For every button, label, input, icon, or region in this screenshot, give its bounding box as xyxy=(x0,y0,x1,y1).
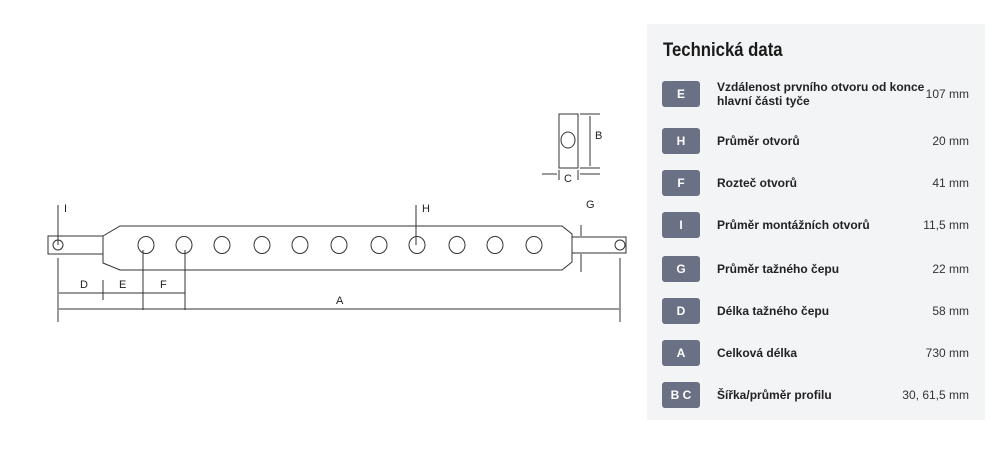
bar-hole xyxy=(448,236,466,254)
drawbar-diagram: B C I H G D E F A xyxy=(47,113,627,322)
spec-badge: I xyxy=(662,212,700,238)
spec-badge: D xyxy=(662,298,700,324)
spec-badge: E xyxy=(662,81,700,107)
spec-badge: B C xyxy=(662,382,700,408)
label-c: C xyxy=(564,173,572,185)
technical-data-panel: Technická data E Vzdálenost prvního otvor… xyxy=(647,24,985,420)
spec-label: Průměr otvorů xyxy=(717,134,800,148)
bar-hole xyxy=(291,236,309,254)
spec-label: Rozteč otvorů xyxy=(717,176,798,190)
spec-row: F Rozteč otvorů 41 mm xyxy=(662,170,969,196)
spec-row: I Průměr montážních otvorů 11,5 mm xyxy=(662,212,969,238)
spec-row: D Délka tažného čepu 58 mm xyxy=(662,298,969,324)
spec-value: 58 mm xyxy=(932,304,969,318)
bar-hole xyxy=(213,236,231,254)
spec-badge: A xyxy=(662,340,700,366)
bar-hole xyxy=(408,236,426,254)
spec-value: 20 mm xyxy=(932,134,969,148)
label-f: F xyxy=(160,279,167,291)
spec-label: Šířka/průměr profilu xyxy=(717,388,832,402)
spec-label: Průměr tažného čepu xyxy=(717,262,840,276)
spec-badge: F xyxy=(662,170,700,196)
drawbar xyxy=(47,225,627,271)
spec-value: 30, 61,5 mm xyxy=(902,388,969,402)
spec-label: Celková délka xyxy=(717,346,798,360)
bar-hole xyxy=(330,236,348,254)
spec-badge: H xyxy=(662,128,700,154)
bar-hole xyxy=(175,236,193,254)
spec-value: 107 mm xyxy=(925,87,969,101)
spec-row: B C Šířka/průměr profilu 30, 61,5 mm xyxy=(662,382,969,408)
bar-hole xyxy=(370,236,388,254)
bar-hole xyxy=(253,236,271,254)
spec-row: H Průměr otvorů 20 mm xyxy=(662,128,969,154)
spec-label: Průměr montážních otvorů xyxy=(717,218,870,232)
spec-label: Délka tažného čepu xyxy=(717,304,830,318)
profile-section xyxy=(542,113,600,180)
bar-hole xyxy=(525,236,543,254)
spec-badge: G xyxy=(662,256,700,282)
label-g: G xyxy=(586,199,595,211)
panel-title: Technická data xyxy=(663,40,783,61)
spec-row: A Celková délka 730 mm xyxy=(662,340,969,366)
spec-label: Vzdálenost prvního otvoru od konce hlavn… xyxy=(717,80,925,108)
spec-value: 730 mm xyxy=(925,346,969,360)
label-i: I xyxy=(64,203,67,215)
spec-row: E Vzdálenost prvního otvoru od konce hlav… xyxy=(662,80,969,108)
dimension-lines xyxy=(57,250,621,322)
label-a: A xyxy=(336,295,344,307)
label-b: B xyxy=(595,130,602,142)
spec-value: 41 mm xyxy=(932,176,969,190)
spec-value: 22 mm xyxy=(932,262,969,276)
spec-value: 11,5 mm xyxy=(923,218,969,232)
bar-hole xyxy=(486,236,504,254)
label-e: E xyxy=(119,279,126,291)
label-d: D xyxy=(80,279,88,291)
bar-hole xyxy=(137,236,155,254)
spec-row: G Průměr tažného čepu 22 mm xyxy=(662,256,969,282)
label-h: H xyxy=(422,203,430,215)
